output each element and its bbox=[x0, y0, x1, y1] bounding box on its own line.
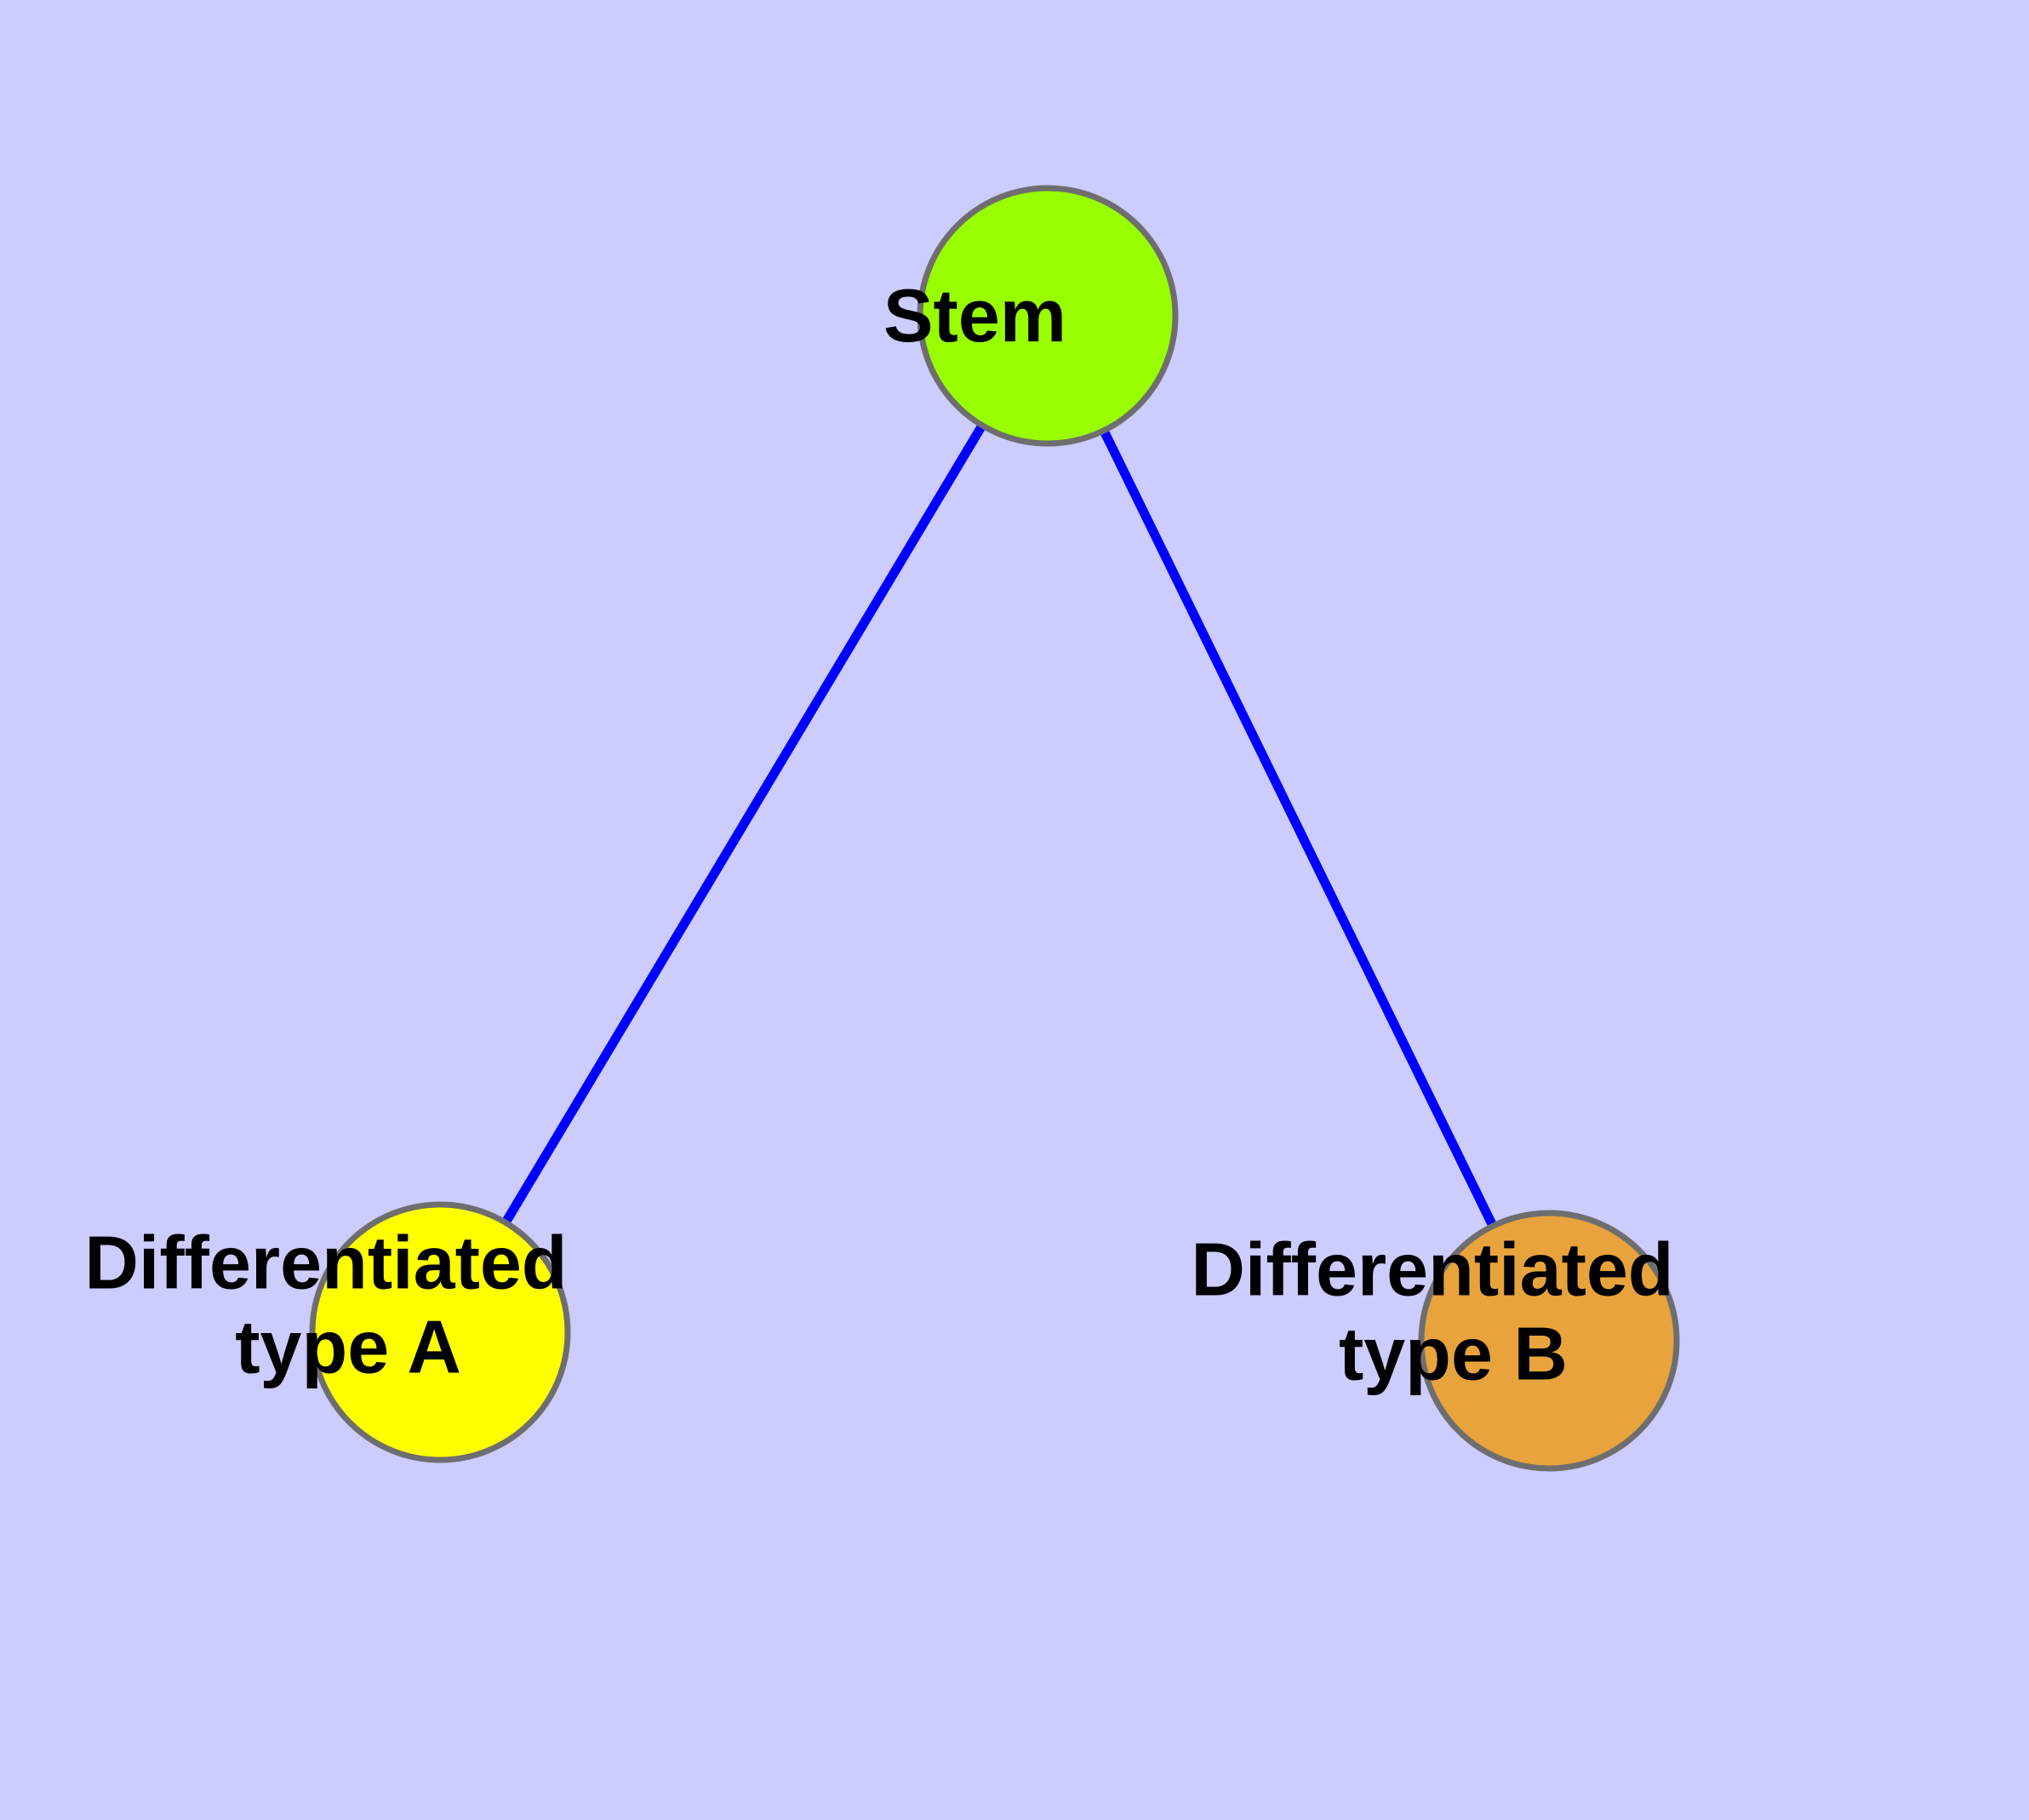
node-label-differentiated-type-a-line-1: Differentiated bbox=[84, 1221, 567, 1305]
node-label-stem-line-1: Stem bbox=[883, 273, 1066, 358]
node-label-differentiated-type-b-line-1: Differentiated bbox=[1191, 1228, 1673, 1312]
node-label-stem: Stem bbox=[0, 0, 1212, 358]
node-differentiated-type-b[interactable] bbox=[1418, 1210, 1680, 1472]
node-differentiated-type-a[interactable] bbox=[309, 1201, 571, 1463]
node-circle-differentiated-type-b[interactable] bbox=[1418, 1210, 1680, 1472]
edge-layer bbox=[436, 313, 1553, 1343]
node-circle-stem[interactable] bbox=[917, 185, 1179, 447]
node-label-differentiated-type-a-line-2: type A bbox=[235, 1305, 460, 1389]
node-circle-differentiated-type-a[interactable] bbox=[309, 1201, 571, 1463]
edge-stem-to-differentiated-type-b[interactable] bbox=[1043, 313, 1553, 1343]
node-label-differentiated-type-b-line-2: type B bbox=[1339, 1312, 1568, 1396]
edge-stem-to-differentiated-type-a[interactable] bbox=[436, 313, 1052, 1335]
node-label-differentiated-type-a: Differentiated type A bbox=[0, 0, 755, 1389]
label-layer: Stem Differentiated type A Differentiate… bbox=[0, 0, 1673, 1396]
node-layer bbox=[309, 185, 1680, 1472]
node-stem[interactable] bbox=[917, 185, 1179, 447]
node-label-differentiated-type-b: Differentiated type B bbox=[1191, 1228, 1673, 1396]
